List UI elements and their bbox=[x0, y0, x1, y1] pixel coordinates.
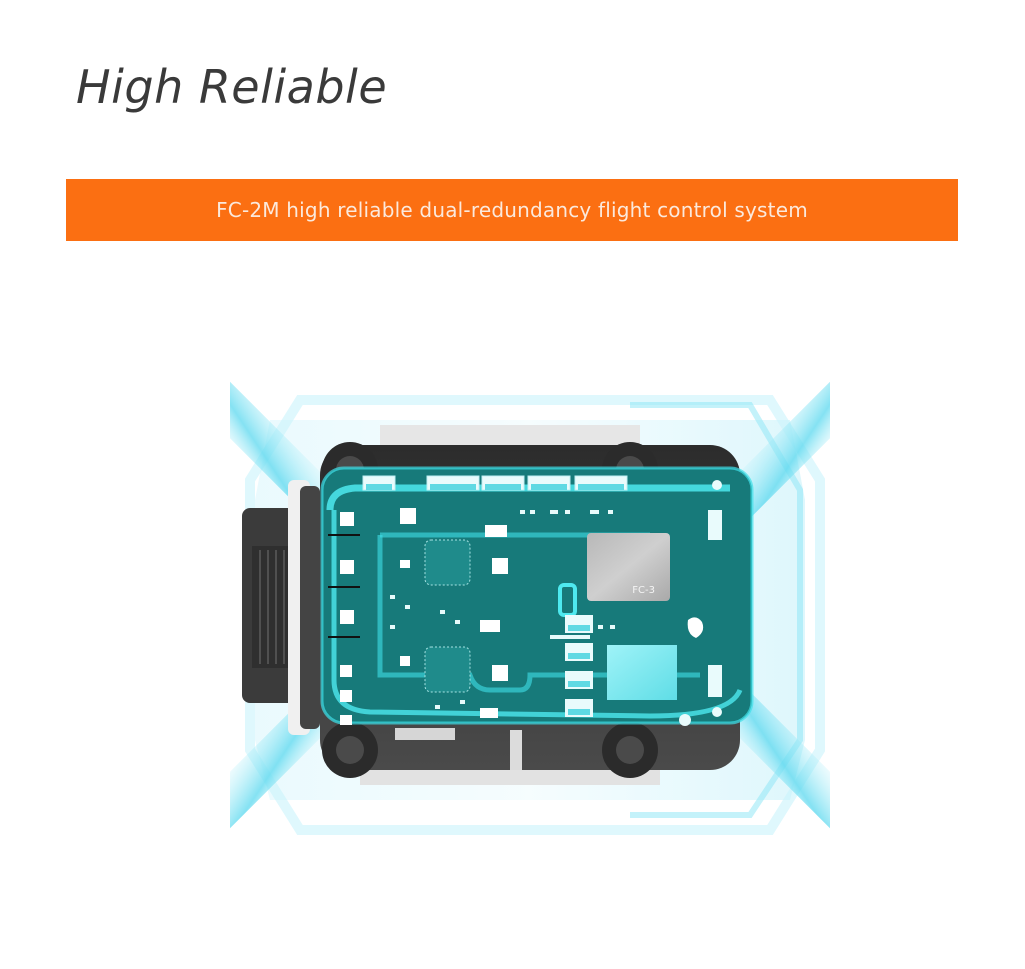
subtitle-banner: FC-2M high reliable dual-redundancy flig… bbox=[66, 179, 958, 241]
rf-module bbox=[607, 645, 677, 700]
chip-label: FC-3 bbox=[632, 585, 655, 596]
page-title: High Reliable bbox=[76, 60, 388, 114]
product-image: FC-3 bbox=[230, 360, 830, 850]
banner-text: FC-2M high reliable dual-redundancy flig… bbox=[216, 198, 808, 222]
fc3-chip bbox=[587, 533, 670, 601]
flight-controller-illustration: FC-3 bbox=[230, 365, 830, 845]
pcb-board bbox=[322, 468, 752, 723]
